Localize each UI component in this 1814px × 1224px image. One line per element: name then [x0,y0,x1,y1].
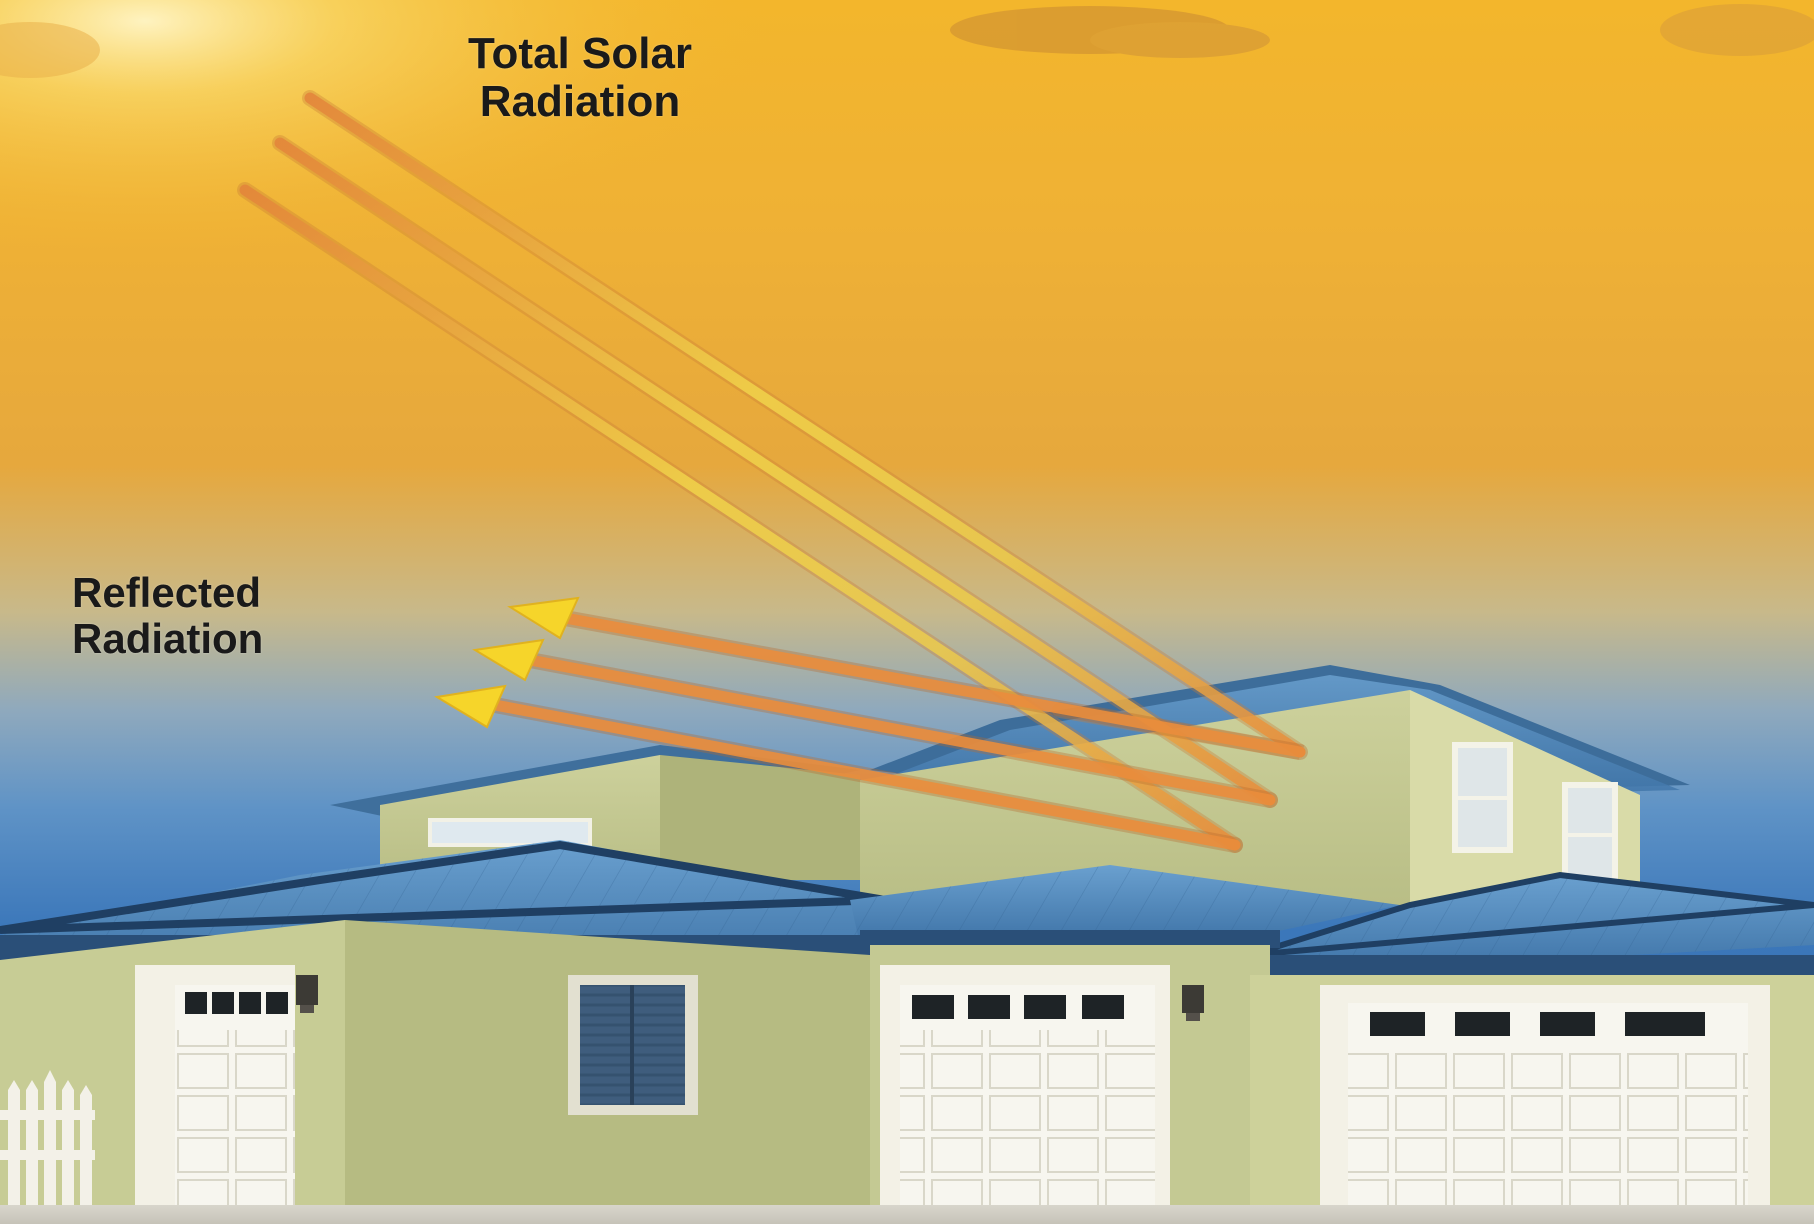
reflected-rays [487,610,1308,853]
reflected-ray-3 [489,699,1241,851]
left-roof-edge [0,840,886,934]
upper-left-side-wall [660,755,860,880]
reflected-ray-2 [524,654,1276,806]
cloud-group [0,4,1814,78]
wall-light-center [1182,985,1204,1021]
reflected-label-line1: Reflected [72,569,262,616]
incoming-ray-2 [274,137,1276,806]
driveway [0,1205,1814,1224]
arrowhead-2 [472,638,545,682]
sun-icon [0,0,1814,700]
incoming-ray-3 [239,184,1241,851]
right-fascia [1250,955,1814,977]
reflected-label-line2: Radiation [72,615,264,663]
wall-light-left [296,975,318,1013]
arrowhead-1 [507,596,580,640]
total-solar-radiation-label: Total Solar Radiation [400,29,760,127]
reflected-arrowheads [434,596,580,729]
incoming-rays [237,90,1306,853]
total-solar-label-line2: Radiation [479,77,681,127]
arrowhead-3 [434,684,507,729]
total-solar-label-line1: Total Solar [467,29,693,78]
center-fascia [860,930,1280,948]
reflected-radiation-label: Reflected Radiation [72,569,402,663]
incoming-ray-1 [304,92,1306,758]
picket-fence [0,1070,95,1224]
reflected-ray-arrow [559,612,1306,758]
house-illustration [0,665,1814,1224]
